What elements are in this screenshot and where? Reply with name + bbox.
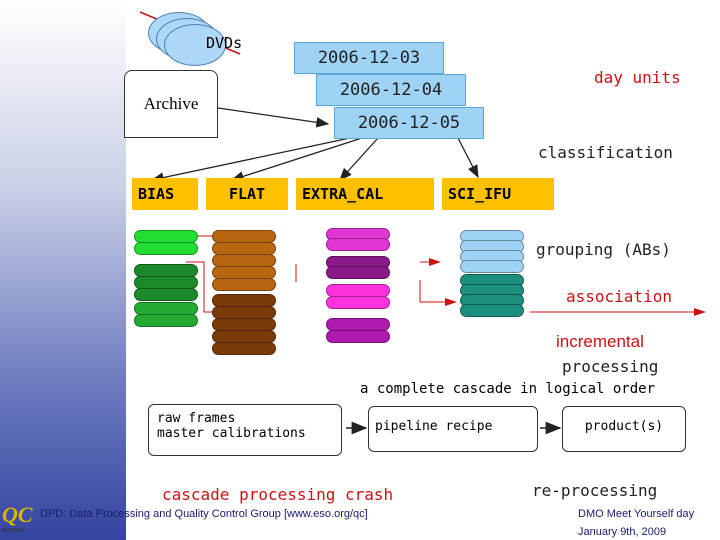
cascade-step-raw-frames: raw frames master calibrations <box>148 404 342 456</box>
dvds-label: DVDs <box>206 34 243 52</box>
day-units-label: day units <box>594 68 681 87</box>
footer-left: DPD: Data Processing and Quality Control… <box>40 508 368 520</box>
incremental-label: incremental <box>556 332 644 351</box>
qc-logo-text: QC <box>2 502 33 527</box>
category-flat: FLAT <box>206 178 288 210</box>
day-unit-3: 2006-12-05 <box>334 107 484 139</box>
category-bias: BIAS <box>132 178 198 210</box>
sidebar-gradient <box>0 0 126 540</box>
cascade-step-pipeline-recipe: pipeline recipe <box>368 406 538 452</box>
day-unit-1: 2006-12-03 <box>294 42 444 74</box>
footer-right-line1: DMO Meet Yourself day <box>578 508 695 520</box>
category-extra-cal: EXTRA_CAL <box>296 178 434 210</box>
archive-label: Archive <box>143 94 199 113</box>
processing-label: processing <box>562 357 659 376</box>
cascade-step1-line1: raw frames <box>157 411 236 426</box>
cascade-step-products: product(s) <box>562 406 686 452</box>
qc-logo-sub: passes <box>2 527 25 534</box>
qc-logo: QC passes <box>2 503 36 537</box>
crash-label: cascade processing crash <box>162 485 394 504</box>
cascade-step1-line2: master calibrations <box>157 426 306 441</box>
category-sci-ifu: SCI_IFU <box>442 178 554 210</box>
classification-label: classification <box>538 143 673 162</box>
cascade-title: a complete cascade in logical order <box>360 381 656 397</box>
association-label: association <box>566 287 672 306</box>
archive-box: Archive <box>124 70 218 138</box>
grouping-label: grouping (ABs) <box>536 240 671 259</box>
footer-right-line2: January 9th, 2009 <box>578 526 667 538</box>
reprocessing-label: re-processing <box>532 481 658 500</box>
day-unit-2: 2006-12-04 <box>316 74 466 106</box>
